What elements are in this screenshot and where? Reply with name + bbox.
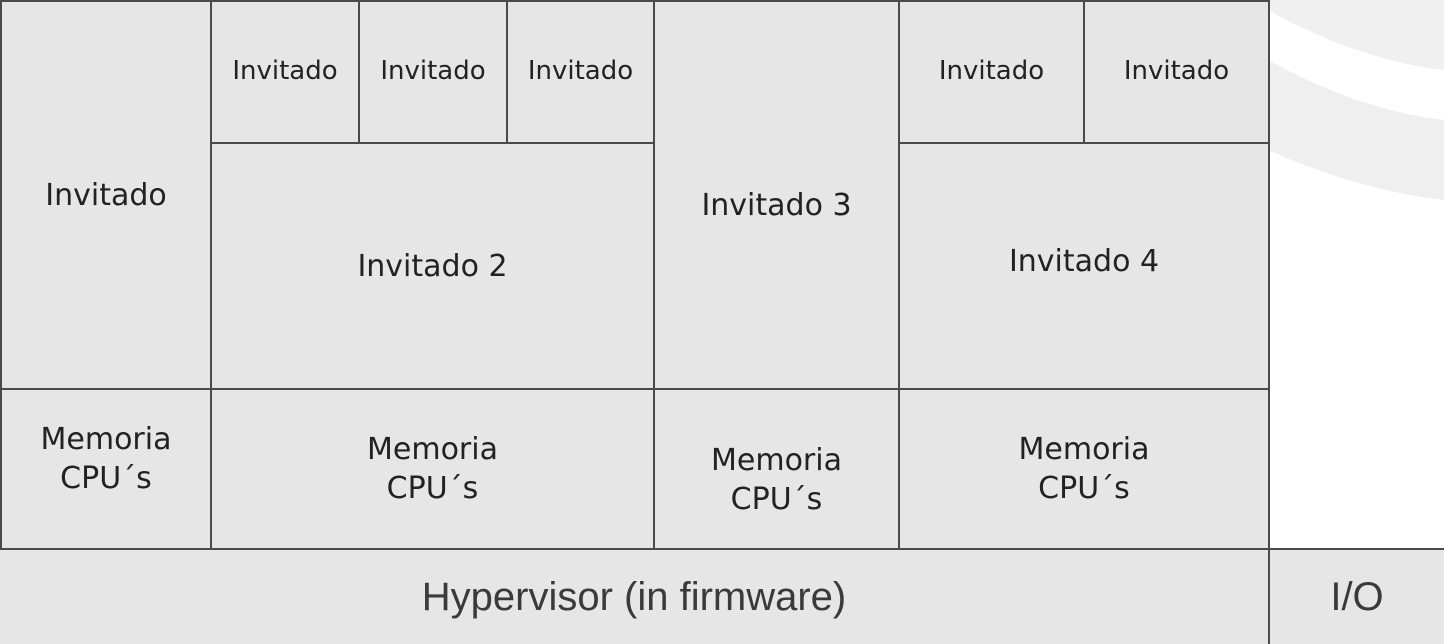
guest-2-block: Invitado 2: [210, 142, 655, 390]
io-block: I/O: [1268, 548, 1444, 644]
guest-small-label-1: Invitado: [232, 56, 338, 87]
guest-3-block: Invitado 3: [653, 0, 900, 390]
memory-cpu-block-4: Memoria CPU´s: [898, 388, 1270, 550]
guest-3-label: Invitado 3: [701, 187, 852, 223]
guest-small-block-2: Invitado: [358, 0, 508, 144]
guest-left-block: Invitado: [0, 0, 212, 390]
guest-small-block-1: Invitado: [210, 0, 360, 144]
guest-4-block: Invitado 4: [898, 142, 1270, 390]
io-label: I/O: [1330, 575, 1384, 619]
memory-cpu-block-1: Memoria CPU´s: [0, 388, 212, 550]
guest-small-block-3: Invitado: [506, 0, 655, 144]
guest-small-label-5: Invitado: [1123, 56, 1230, 87]
guest-2-label: Invitado 2: [357, 248, 508, 284]
memory-cpu-block-3: Memoria CPU´s: [653, 388, 900, 550]
guest-small-block-5: Invitado: [1083, 0, 1270, 144]
guest-small-label-3: Invitado: [527, 56, 634, 87]
guest-left-label: Invitado: [45, 177, 167, 213]
memory-cpu-block-2: Memoria CPU´s: [210, 388, 655, 550]
guest-small-block-4: Invitado: [898, 0, 1085, 144]
memory-cpu-label-2: Memoria CPU´s: [367, 432, 498, 506]
decorative-arcs: [1268, 0, 1444, 200]
memory-cpu-label-3: Memoria CPU´s: [711, 443, 842, 517]
hypervisor-label: Hypervisor (in firmware): [421, 575, 847, 619]
guest-4-label: Invitado 4: [1008, 243, 1160, 279]
memory-cpu-label-4: Memoria CPU´s: [1018, 432, 1150, 506]
guest-small-label-2: Invitado: [380, 56, 486, 87]
guest-small-label-4: Invitado: [938, 56, 1045, 87]
hypervisor-block: Hypervisor (in firmware): [0, 548, 1270, 644]
memory-cpu-label-1: Memoria CPU´s: [40, 422, 172, 496]
